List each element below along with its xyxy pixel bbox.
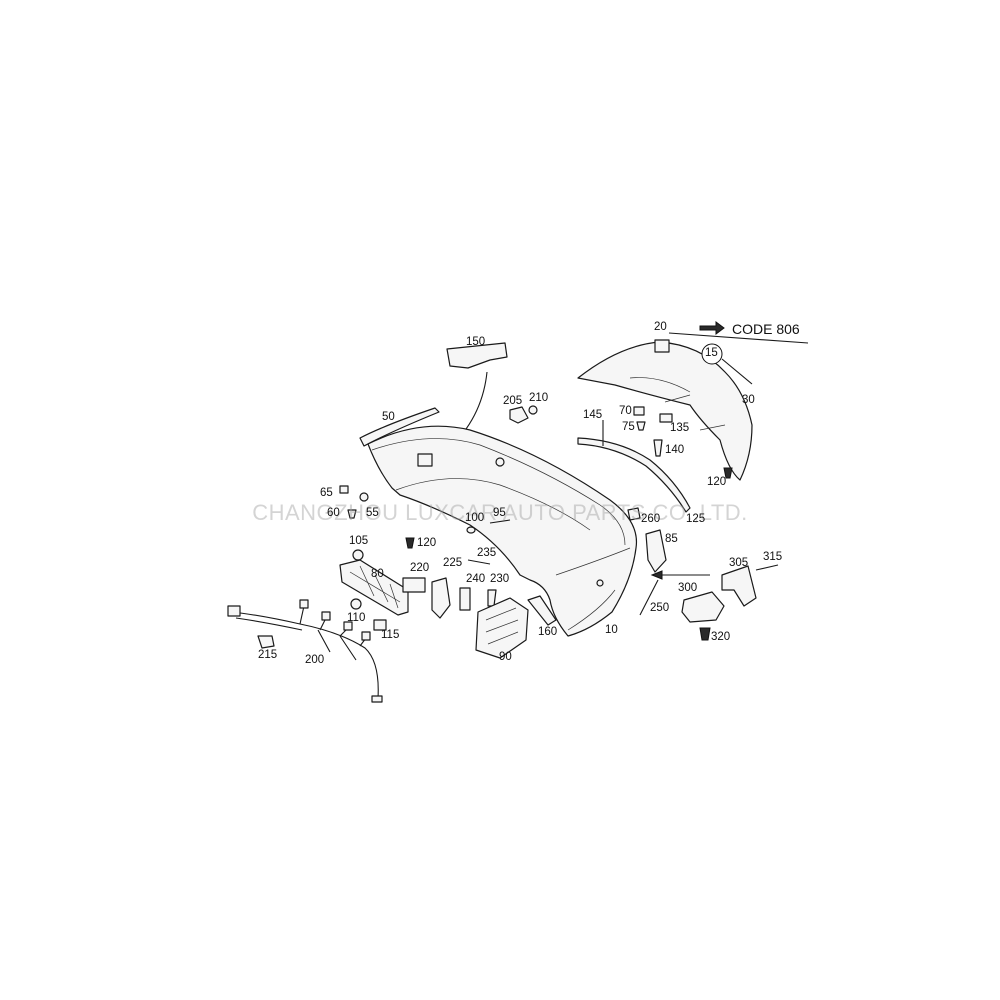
callout-150: 150 [466, 336, 486, 348]
part-85 [645, 529, 667, 573]
part-135 [659, 413, 673, 423]
part-150-panel [446, 342, 508, 369]
callout-100: 100 [465, 512, 485, 524]
code-label: CODE 806 [732, 321, 800, 337]
part-215 [257, 635, 275, 649]
callout-10: 10 [605, 624, 618, 636]
part-220 [402, 577, 426, 593]
callout-250: 250 [650, 602, 670, 614]
part-260 [627, 507, 641, 521]
part-235 [467, 559, 491, 565]
part-105 [352, 549, 364, 561]
callout-20: 20 [654, 321, 667, 333]
part-210 [528, 405, 538, 415]
part-55 [359, 492, 369, 502]
part-140 [653, 439, 663, 457]
part-250 [639, 579, 659, 616]
callout-70: 70 [619, 405, 632, 417]
code-arrow [699, 321, 725, 335]
callout-120-right: 120 [707, 476, 727, 488]
part-100 [466, 526, 476, 534]
part-305 [721, 565, 757, 607]
part-315 [755, 564, 779, 571]
callout-120-left: 120 [417, 537, 437, 549]
callout-105: 105 [349, 535, 369, 547]
callout-90: 90 [499, 651, 512, 663]
part-240 [459, 587, 471, 611]
callout-125: 125 [686, 513, 706, 525]
part-200-harness [231, 611, 379, 699]
callout-60: 60 [327, 507, 340, 519]
part-230 [487, 589, 497, 607]
callout-260: 260 [641, 513, 661, 525]
callout-210: 210 [529, 392, 549, 404]
callout-80: 80 [371, 568, 384, 580]
part-65 [339, 485, 349, 494]
callout-160: 160 [538, 626, 558, 638]
callout-220: 220 [410, 562, 430, 574]
part-160 [527, 595, 557, 626]
callout-320: 320 [711, 631, 731, 643]
callout-305: 305 [729, 557, 749, 569]
part-120-right [723, 467, 733, 479]
callout-315: 315 [763, 551, 783, 563]
part-60 [347, 509, 357, 519]
part-110 [350, 598, 362, 610]
part-95 [489, 519, 511, 524]
callout-235: 235 [477, 547, 497, 559]
callout-205: 205 [503, 395, 523, 407]
callout-55: 55 [366, 507, 379, 519]
callout-135: 135 [670, 422, 690, 434]
part-120-left [405, 537, 415, 549]
part-300 [681, 591, 725, 623]
callout-140: 140 [665, 444, 685, 456]
callout-65: 65 [320, 487, 333, 499]
callout-75: 75 [622, 421, 635, 433]
callout-115: 115 [381, 629, 400, 641]
part-115 [373, 619, 387, 631]
part-320 [699, 627, 711, 641]
part-205 [509, 406, 529, 424]
callout-110: 110 [347, 612, 366, 624]
callout-230: 230 [490, 573, 510, 585]
callout-50: 50 [382, 411, 395, 423]
part-10-bumper [367, 425, 638, 637]
part-90-bracket [475, 597, 529, 659]
callout-300: 300 [678, 582, 698, 594]
callout-240: 240 [466, 573, 486, 585]
callout-15-circle [701, 343, 723, 365]
watermark-text: CHANGZHOU LUXCAR AUTO PARTS CO.,LTD. [252, 500, 748, 525]
part-125-strip [577, 437, 691, 513]
part-225 [431, 577, 451, 619]
callout-85: 85 [665, 533, 678, 545]
callout-95: 95 [493, 507, 506, 519]
part-70 [633, 406, 645, 416]
part-75 [636, 421, 646, 431]
callout-30: 30 [742, 394, 755, 406]
callout-15: 15 [705, 347, 718, 359]
callout-225: 225 [443, 557, 463, 569]
callout-145: 145 [583, 409, 603, 421]
part-20 [654, 339, 670, 353]
callout-200: 200 [305, 654, 325, 666]
callout-215: 215 [258, 649, 278, 661]
